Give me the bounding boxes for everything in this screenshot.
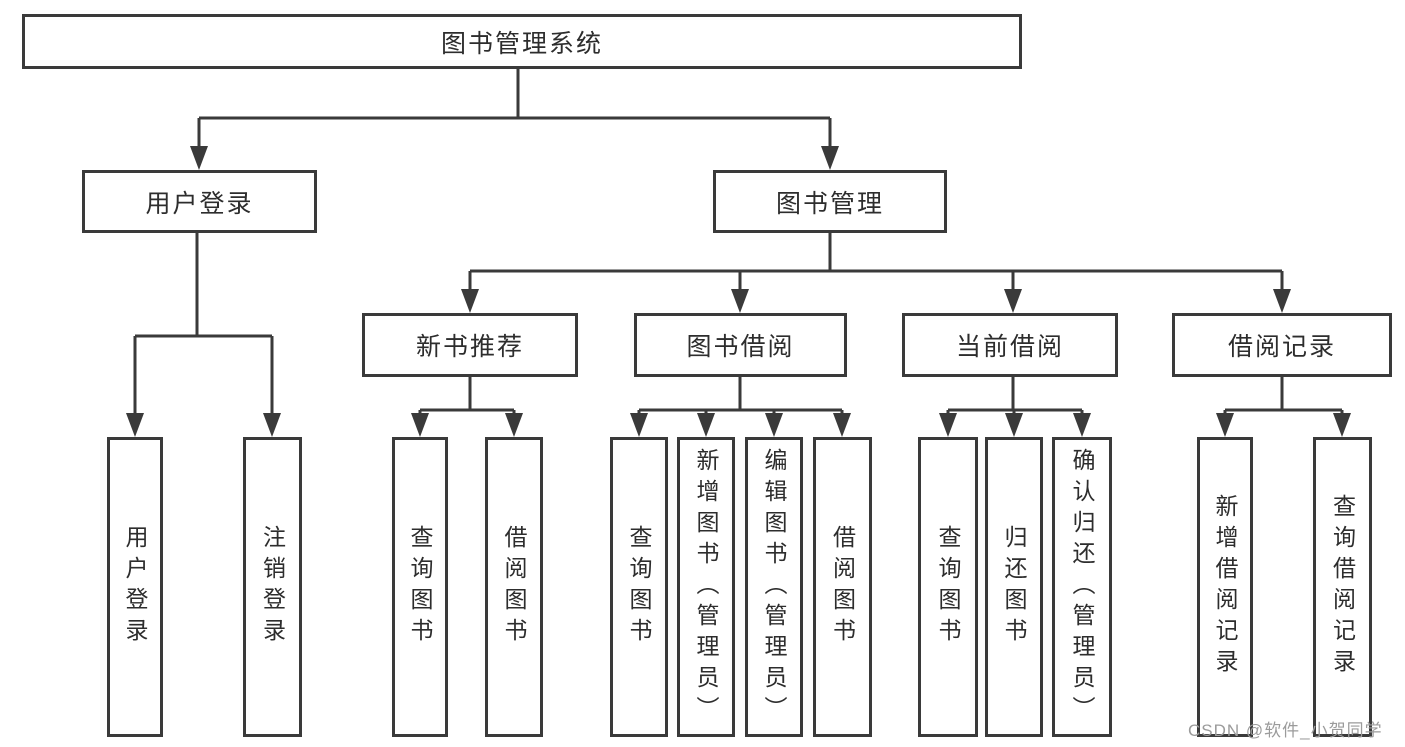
leaf-query-book: 查询图书: [610, 437, 668, 737]
leaf-user-login: 用户登录: [107, 437, 163, 737]
arrow-down-icon: [505, 413, 523, 437]
node-label: 新书推荐: [415, 333, 524, 361]
arrow-down-icon: [731, 289, 749, 313]
node-label: 借阅图书: [829, 525, 856, 649]
node-label: 查询图书: [935, 525, 961, 649]
node-label: 新增图书（管理员）: [693, 447, 719, 727]
node-label: 图书管理系统: [440, 29, 603, 58]
leaf-logout: 注销登录: [243, 437, 302, 737]
node-current-borrow: 当前借阅: [902, 313, 1118, 377]
arrow-down-icon: [765, 413, 783, 437]
arrow-down-icon: [461, 289, 479, 313]
connector-lines: [133, 69, 1344, 416]
node-label: 编辑图书（管理员）: [761, 447, 787, 727]
node-label: 查询图书: [407, 525, 433, 649]
arrow-down-icon: [411, 413, 429, 437]
arrow-down-icon: [1004, 289, 1022, 313]
arrow-down-icon: [1273, 289, 1291, 313]
leaf-query-borrow-record: 查询借阅记录: [1313, 437, 1372, 737]
node-new-book-recommend: 新书推荐: [362, 313, 578, 377]
node-label: 新增借阅记录: [1212, 494, 1238, 680]
arrow-down-icon: [833, 413, 851, 437]
node-label: 确认归还（管理员）: [1069, 447, 1095, 727]
node-borrow-record: 借阅记录: [1172, 313, 1392, 377]
leaf-add-borrow-record: 新增借阅记录: [1197, 437, 1253, 737]
arrow-down-icon: [190, 146, 208, 170]
leaf-query-book: 查询图书: [918, 437, 978, 737]
node-label: 借阅图书: [501, 525, 527, 649]
watermark: CSDN @软件_小贺同学: [1188, 721, 1383, 740]
node-label: 查询图书: [626, 525, 652, 649]
leaf-confirm-return-admin: 确认归还（管理员）: [1052, 437, 1112, 737]
leaf-borrow-book: 借阅图书: [485, 437, 543, 737]
arrow-down-icon: [263, 413, 281, 437]
arrowhead-icons: [126, 146, 1351, 437]
node-library-management-system: 图书管理系统: [22, 14, 1022, 69]
node-label: 查询借阅记录: [1329, 494, 1356, 680]
node-user-login: 用户登录: [82, 170, 317, 233]
node-label: 图书借阅: [686, 333, 795, 361]
arrow-down-icon: [1333, 413, 1351, 437]
node-label: 用户登录: [145, 189, 254, 218]
arrow-down-icon: [126, 413, 144, 437]
node-book-management: 图书管理: [713, 170, 947, 233]
node-label: 图书管理: [775, 189, 884, 218]
node-label: 当前借阅: [955, 333, 1064, 361]
arrow-down-icon: [1073, 413, 1091, 437]
leaf-edit-book-admin: 编辑图书（管理员）: [745, 437, 803, 737]
leaf-add-book-admin: 新增图书（管理员）: [677, 437, 735, 737]
leaf-borrow-book: 借阅图书: [813, 437, 872, 737]
node-label: 注销登录: [259, 525, 286, 649]
node-label: 用户登录: [122, 525, 148, 649]
leaf-query-book: 查询图书: [392, 437, 448, 737]
arrow-down-icon: [1005, 413, 1023, 437]
arrow-down-icon: [697, 413, 715, 437]
arrow-down-icon: [821, 146, 839, 170]
arrow-down-icon: [1216, 413, 1234, 437]
arrow-down-icon: [630, 413, 648, 437]
node-label: 借阅记录: [1227, 333, 1336, 361]
arrow-down-icon: [939, 413, 957, 437]
node-label: 归还图书: [1001, 525, 1027, 649]
leaf-return-book: 归还图书: [985, 437, 1043, 737]
node-book-borrow: 图书借阅: [634, 313, 847, 377]
